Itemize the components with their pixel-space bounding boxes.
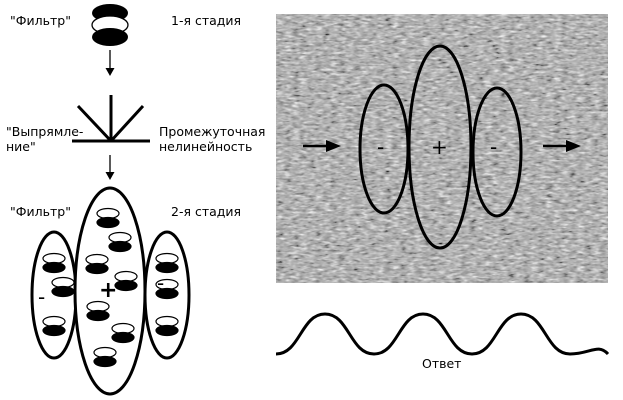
receptive-field: - - + xyxy=(358,44,523,250)
nonlinearity-label-line2: нелинейность xyxy=(159,139,252,154)
rectification-label-line1: "Выпрямле- xyxy=(6,124,83,139)
minus-sign-right: - xyxy=(157,271,164,295)
arrow-down-icon xyxy=(105,155,115,180)
minus-sign: - xyxy=(490,135,497,159)
response-label: Ответ xyxy=(422,356,461,371)
plus-sign: + xyxy=(431,135,448,159)
nonlinearity-label-line1: Промежуточная xyxy=(159,124,265,139)
arrow-down-icon xyxy=(105,50,115,76)
stage2-label: 2-я стадия xyxy=(171,204,241,219)
plus-sign-center: + xyxy=(99,278,117,303)
filter-icon-top xyxy=(91,4,129,46)
rectification-label-line2: ние" xyxy=(6,139,36,154)
arrow-right-icon xyxy=(543,140,581,152)
center-lobe-outline xyxy=(407,44,473,250)
minus-sign: - xyxy=(377,135,384,159)
filter-label-bottom: "Фильтр" xyxy=(10,204,71,219)
nonlinearity-icon xyxy=(72,95,150,143)
arrow-right-icon xyxy=(303,140,341,152)
right-lobe-outline xyxy=(471,86,523,218)
minus-sign-left: - xyxy=(38,285,45,309)
second-stage-filter: - - + xyxy=(30,186,191,396)
filter-label-top: "Фильтр" xyxy=(10,13,71,28)
response-wave xyxy=(275,312,610,356)
stage1-label: 1-я стадия xyxy=(171,13,241,28)
